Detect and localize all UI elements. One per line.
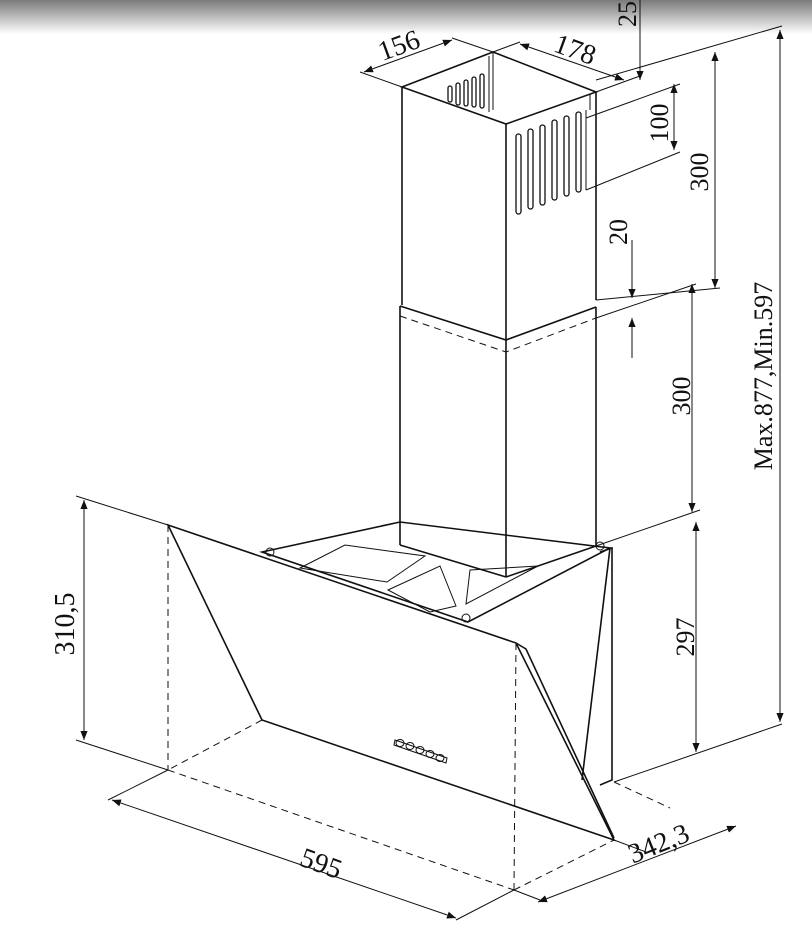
dim-vent-height (585, 83, 681, 191)
label-upper-section: 300 (685, 153, 714, 192)
label-overlap: 20 (604, 219, 633, 245)
label-chimney-depth: 156 (374, 24, 424, 67)
chimney-vent-slots (515, 111, 582, 215)
hood-top-plate (259, 521, 613, 623)
dim-upper-section (595, 52, 721, 301)
label-top-gap: 25 (613, 1, 642, 27)
dim-body-height (613, 522, 783, 783)
dim-chimney-width (492, 41, 641, 93)
dim-width (107, 769, 515, 921)
label-vent-height: 100 (645, 104, 674, 143)
control-buttons (393, 739, 448, 764)
glass-panel (166, 523, 616, 842)
back-vent-slots (447, 73, 485, 109)
label-lower-section: 300 (667, 377, 696, 416)
dim-depth (513, 825, 737, 903)
dim-glass-height (75, 495, 169, 771)
label-glass-height: 310,5 (50, 593, 81, 656)
window-top-bar (0, 0, 812, 34)
label-depth: 342,3 (624, 818, 694, 870)
lower-chimney (399, 305, 597, 578)
dim-top-gap (595, 0, 783, 81)
dim-overlap (595, 240, 697, 358)
dim-chimney-depth (359, 37, 494, 88)
footprint-outline (167, 525, 671, 891)
upper-chimney (399, 51, 599, 340)
label-chimney-width: 178 (550, 28, 600, 71)
label-body-height: 297 (671, 618, 700, 657)
label-total-height: Max.877,Min.597 (749, 282, 778, 471)
label-width: 595 (296, 842, 346, 885)
dim-lower-section (595, 284, 701, 547)
